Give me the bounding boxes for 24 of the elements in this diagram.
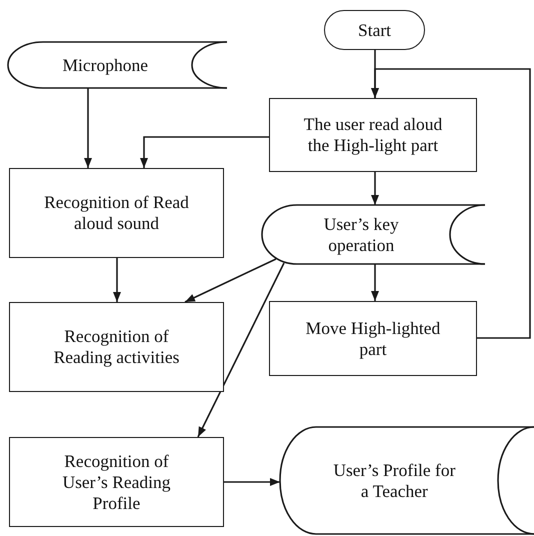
process-box xyxy=(9,168,224,258)
process-box xyxy=(269,98,477,172)
node-text: Start xyxy=(358,20,392,40)
node-text: Recognition of Read aloud sound xyxy=(43,192,190,234)
node-text: User’s Profile for a Teacher xyxy=(332,460,456,502)
node-text: Move High-lighted part xyxy=(304,318,442,360)
process-box xyxy=(9,437,224,527)
arrow xyxy=(113,258,121,302)
terminal-node xyxy=(324,10,425,50)
node-text: Recognition of Reading activities xyxy=(52,326,180,368)
arrow xyxy=(84,88,92,168)
arrow xyxy=(371,264,379,301)
process-box xyxy=(269,301,477,376)
arrow xyxy=(371,172,379,205)
node-text: Recognition of User’s Reading Profile xyxy=(61,450,172,514)
process-box xyxy=(9,302,224,392)
node-text: Microphone xyxy=(62,54,148,76)
node-text: User’s key operation xyxy=(322,214,400,256)
arrow xyxy=(140,136,269,168)
arrow xyxy=(184,258,276,303)
arrow xyxy=(197,262,285,438)
arrow xyxy=(371,68,531,339)
arrow xyxy=(224,478,280,486)
node-text: The user read aloud the High-light part xyxy=(302,114,444,156)
